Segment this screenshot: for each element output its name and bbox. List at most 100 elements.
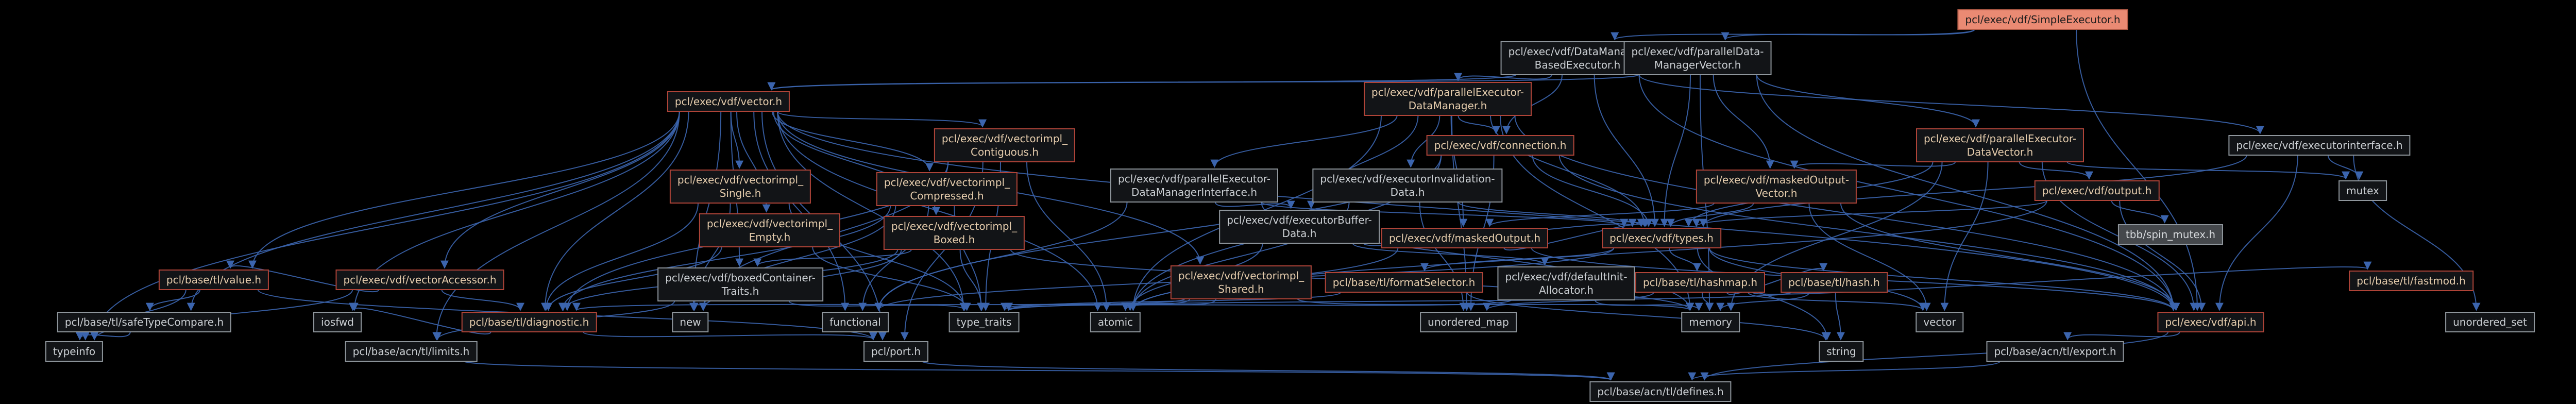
include-edge-types_h-to-api_h [1708,247,2178,311]
graph-node-parallel_executor_dv[interactable]: pcl/exec/vdf/parallelExecutor- DataVecto… [1916,128,2084,162]
include-edge-value_h-to-safe_type_compare [145,289,200,311]
graph-node-functional[interactable]: functional [822,312,889,332]
graph-node-types_h[interactable]: pcl/exec/vdf/types.h [1602,228,1721,248]
graph-node-string_std[interactable]: string [1819,341,1864,362]
include-edge-parallel_executor_dv-to-maskedoutput_vector [1790,160,1956,169]
graph-node-executor_invalidation_data[interactable]: pcl/exec/vdf/executorInvalidation- Data.… [1312,169,1503,203]
include-edge-hashmap_h-to-fastmod_h [1751,261,2371,295]
include-edge-boxed_container_traits-to-type_traits [788,300,969,311]
include-edge-api_h-to-export_h [2063,331,2180,341]
include-edge-hash_h-to-memory [1716,292,1810,311]
include-edge-executor_buffer_data-to-default_init_allocator [1352,243,1549,266]
include-edge-port_h-to-defines_h [921,361,1615,381]
graph-node-executor_buffer_data[interactable]: pcl/exec/vdf/executorBuffer- Data.h [1219,210,1380,244]
include-edge-vector_h-to-api_h [777,111,2178,311]
include-edge-parallel_executor_dv-to-vector_std [1940,161,1989,311]
include-edge-executor_interface-to-api_h [2215,155,2298,311]
include-edge-format_selector-to-type_traits [1005,292,1342,311]
graph-node-port_h[interactable]: pcl/port.h [863,341,929,362]
graph-node-unordered_set[interactable]: unordered_set [2445,312,2535,332]
graph-node-fastmod_h[interactable]: pcl/base/tl/fastmod.h [2349,271,2473,291]
graph-node-output_h[interactable]: pcl/exec/vdf/output.h [2034,180,2160,201]
graph-node-maskedoutput[interactable]: pcl/exec/vdf/maskedOutput.h [1381,228,1549,248]
include-edge-dm_based_executor-to-api_h [1638,74,2178,311]
include-edge-vectorimpl_empty-to-type_traits [812,246,971,311]
include-edge-vectorimpl_single-to-diagnostic_h [541,203,699,311]
include-edge-vector_h-to-vector_accessor [440,111,680,269]
include-edge-dm_based_executor-to-connection [1502,74,1563,134]
include-edge-hash_h-to-string_std [1835,292,1845,341]
include-edge-dm_based_executor-to-executor_interface [1638,74,2264,134]
graph-node-vectorimpl_contiguous[interactable]: pcl/exec/vdf/vectorimpl_ Contiguous.h [934,128,1076,162]
graph-node-vectorimpl_boxed[interactable]: pcl/exec/vdf/vectorimpl_ Boxed.h [883,216,1025,250]
graph-node-boxed_container_traits[interactable]: pcl/exec/vdf/boxedContainer- Traits.h [657,267,823,301]
graph-node-simple_executor[interactable]: pcl/exec/vdf/SimpleExecutor.h [1957,9,2128,30]
graph-node-vector_h[interactable]: pcl/exec/vdf/vector.h [667,91,790,112]
include-edge-parallel_dm_vector-to-vector_h [768,74,1639,91]
include-edge-types_h-to-hashmap_h [1669,247,1701,272]
graph-node-limits_h[interactable]: pcl/base/acn/tl/limits.h [345,341,478,362]
include-edge-output_h-to-api_h [2119,200,2206,311]
include-edge-vector_h-to-typeinfo [90,111,680,341]
graph-node-new_h[interactable]: new [672,312,709,332]
include-edge-diagnostic_h-to-iosfwd [348,302,492,335]
graph-node-memory[interactable]: memory [1681,312,1740,332]
graph-node-mutex[interactable]: mutex [2338,180,2387,201]
include-edge-default_init_allocator-to-memory [1595,299,1703,311]
include-edge-output_h-to-types_h [1692,200,2047,227]
include-edge-maskedoutput_vector-to-api_h [1840,203,2180,311]
graph-node-diagnostic_h[interactable]: pcl/base/tl/diagnostic.h [461,312,597,332]
include-edge-executor_interface-to-types_h [1699,155,2247,227]
include-edge-vector_accessor-to-diagnostic_h [441,289,524,311]
include-edge-vectorimpl_shared-to-memory [1297,298,1694,311]
graph-node-format_selector[interactable]: pcl/base/tl/formatSelector.h [1325,272,1483,293]
include-edge-parallel_executor_dm-to-executor_invalidation_data [1406,115,1440,168]
graph-node-defines_h[interactable]: pcl/base/acn/tl/defines.h [1589,381,1732,402]
include-edge-parallel_executor_dmi-to-executor_buffer_data [1214,200,1295,209]
graph-node-vector_accessor[interactable]: pcl/exec/vdf/vectorAccessor.h [335,270,504,290]
include-edge-vectorimpl_empty-to-diagnostic_h [544,246,722,311]
include-edge-vector_h-to-atomic [777,111,1102,311]
graph-node-executor_interface[interactable]: pcl/exec/vdf/executorinterface.h [2228,135,2411,156]
graph-node-default_init_allocator[interactable]: pcl/exec/vdf/defaultInit- Allocator.h [1497,266,1635,300]
include-edge-maskedoutput_vector-to-vector_std [1808,203,1931,311]
graph-node-parallel_dm_vector[interactable]: pcl/exec/vdf/parallelData- ManagerVector… [1623,41,1772,75]
include-edge-connection-to-types_h [1532,155,1653,227]
graph-node-typeinfo[interactable]: typeinfo [45,341,104,362]
graph-node-connection[interactable]: pcl/exec/vdf/connection.h [1426,135,1574,156]
include-edge-connection-to-api_h [1558,155,2178,311]
graph-node-maskedoutput_vector[interactable]: pcl/exec/vdf/maskedOutput- Vector.h [1696,170,1857,204]
graph-node-parallel_executor_dm[interactable]: pcl/exec/vdf/parallelExecutor- DataManag… [1364,82,1532,116]
include-edge-safe_type_compare-to-typeinfo [75,331,131,341]
include-edge-simple_executor-to-parallel_dm_vector [1721,29,1975,41]
include-edge-vectorimpl_compressed-to-diagnostic_h [558,205,891,311]
include-edge-vectorimpl_boxed-to-type_traits [959,249,986,311]
include-edge-maskedoutput_vector-to-types_h [1666,203,1754,227]
graph-node-vectorimpl_shared[interactable]: pcl/exec/vdf/vectorimpl_ Shared.h [1170,265,1312,299]
include-edge-hash_h-to-type_traits [1005,292,1792,311]
graph-node-hashmap_h[interactable]: pcl/base/tl/hashmap.h [1635,272,1766,293]
graph-node-atomic[interactable]: atomic [1090,312,1141,332]
include-edge-maskedoutput_vector-to-maskedoutput [1485,203,1715,227]
graph-node-type_traits[interactable]: type_traits [948,312,1020,332]
include-edge-hashmap_h-to-memory [1702,292,1714,311]
graph-node-unordered_map[interactable]: unordered_map [1420,312,1517,332]
include-edge-parallel_dm_vector-to-maskedoutput_vector [1713,74,1774,169]
graph-node-vectorimpl_empty[interactable]: pcl/exec/vdf/vectorimpl_ Empty.h [699,213,841,247]
include-edge-vectorimpl_boxed-to-boxed_container_traits [753,249,912,267]
graph-node-value_h[interactable]: pcl/base/tl/value.h [158,270,269,290]
graph-node-api_h[interactable]: pcl/exec/vdf/api.h [2157,312,2264,332]
include-edge-hashmap_h-to-unordered_map [1483,292,1654,311]
graph-node-vectorimpl_compressed[interactable]: pcl/exec/vdf/vectorimpl_ Compressed.h [876,172,1018,206]
graph-node-iosfwd[interactable]: iosfwd [313,312,362,332]
include-edge-executor_invalidation_data-to-unordered_map [1419,201,1468,311]
graph-node-vectorimpl_single[interactable]: pcl/exec/vdf/vectorimpl_ Single.h [669,170,811,204]
graph-node-spin_mutex[interactable]: tbb/spin_mutex.h [2117,224,2224,245]
include-edge-vector_accessor-to-value_h [226,260,379,293]
graph-node-export_h[interactable]: pcl/base/acn/tl/export.h [1986,341,2124,362]
graph-node-hash_h[interactable]: pcl/base/tl/hash.h [1781,272,1888,293]
graph-node-safe_type_compare[interactable]: pcl/base/tl/safeTypeCompare.h [57,312,232,332]
include-edge-dm_based_executor-to-types_h [1594,74,1659,227]
graph-node-vector_std[interactable]: vector [1916,312,1964,332]
graph-node-parallel_executor_dmi[interactable]: pcl/exec/vdf/parallelExecutor- DataManag… [1110,169,1278,203]
